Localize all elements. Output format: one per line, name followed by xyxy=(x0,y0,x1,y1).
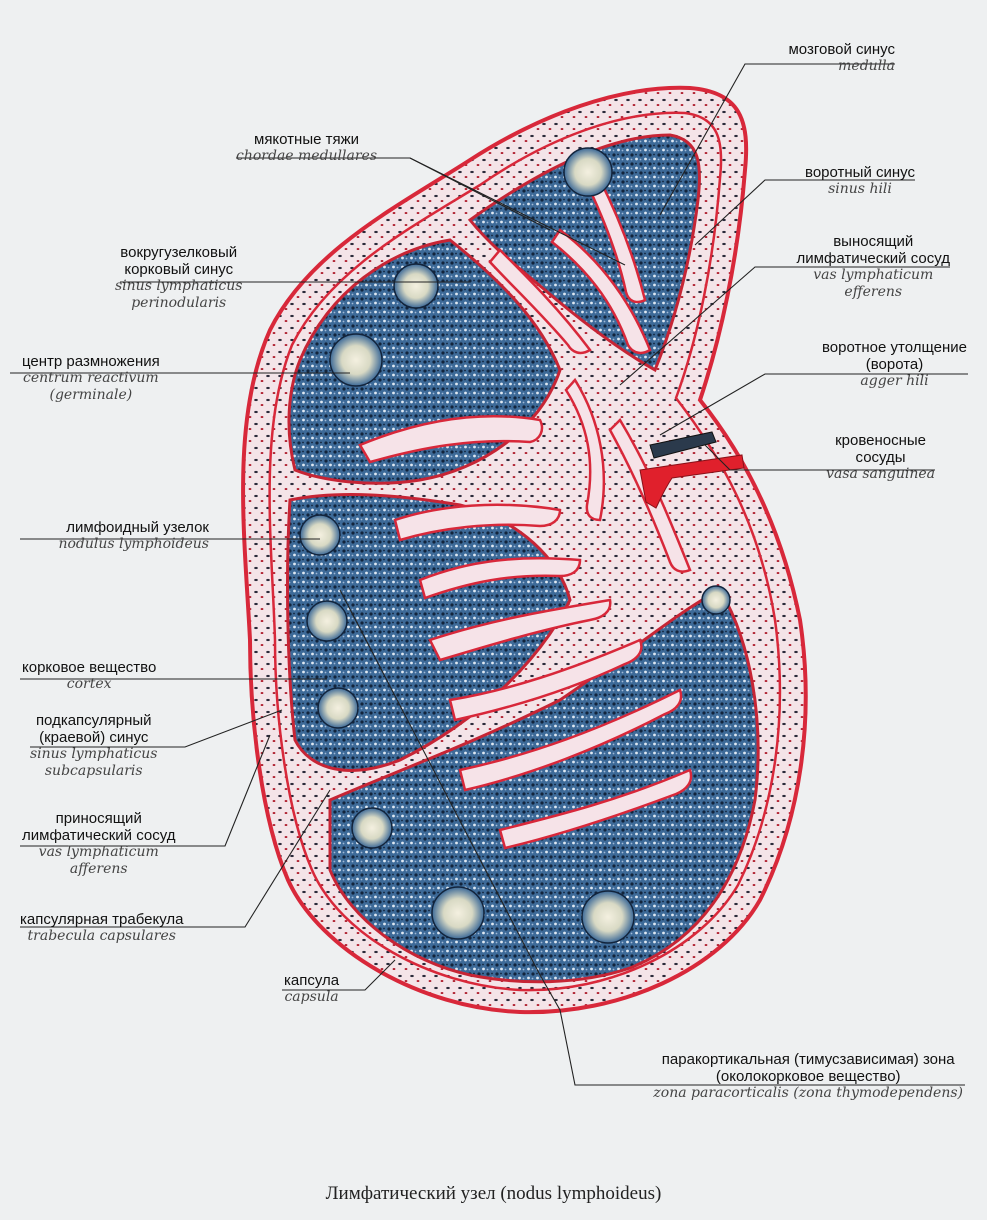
label-afferens-la1: vas lymphaticum xyxy=(38,844,159,860)
label-chordae-la: chordae medullares xyxy=(236,148,378,164)
label-subcapsularis-ru2: (краевой) синус xyxy=(39,729,149,746)
label-paracortex-la: zona paracorticalis (zona thymodependens… xyxy=(653,1085,963,1101)
label-afferens-la2: afferens xyxy=(69,861,128,877)
label-centrum-ru: центр размножения xyxy=(22,353,160,370)
germinal-centers xyxy=(299,147,731,944)
label-perinodularis-la1: sinus lymphaticus xyxy=(115,278,243,294)
label-sinus-hili-ru: воротный синус xyxy=(805,164,915,181)
label-vasa: кровеносные сосуды vasa sanguinea xyxy=(826,432,935,483)
label-efferens: выносящий лимфатический сосуд vas lympha… xyxy=(797,233,950,301)
label-nodulus-la: nodulus lymphoideus xyxy=(58,536,209,552)
label-capsula-la: capsula xyxy=(284,989,339,1005)
label-medulla: мозговой синус medulla xyxy=(788,41,895,75)
label-capsula: капсула capsula xyxy=(284,972,339,1006)
label-nodulus-ru: лимфоидный узелок xyxy=(66,519,209,536)
label-subcapsularis-la1: sinus lymphaticus xyxy=(30,746,158,762)
label-vasa-la: vasa sanguinea xyxy=(826,466,935,482)
label-efferens-ru1: выносящий xyxy=(833,233,914,250)
label-vasa-ru1: кровеносные xyxy=(835,432,927,449)
figure-caption: Лимфатический узел (nodus lymphoideus) xyxy=(325,1183,662,1204)
label-perinodularis-la2: perinodularis xyxy=(131,295,227,311)
hilum-vessels xyxy=(639,431,745,509)
lower-lobe xyxy=(328,588,760,984)
label-perinodularis: вокругузелковый корковый синус sinus lym… xyxy=(115,244,242,312)
label-nodulus: лимфоидный узелок nodulus lymphoideus xyxy=(58,519,209,553)
label-agger-la: agger hili xyxy=(860,373,929,389)
label-trabecula: капсулярная трабекула trabecula capsular… xyxy=(20,911,183,945)
leader-lines xyxy=(10,63,968,1086)
label-medulla-la: medulla xyxy=(838,58,895,74)
label-efferens-ru2: лимфатический сосуд xyxy=(796,250,950,267)
label-medulla-ru: мозговой синус xyxy=(788,41,895,58)
medullary-sinuses xyxy=(358,177,693,850)
label-agger-ru1: воротное утолщение xyxy=(822,339,967,356)
label-afferens: приносящий лимфатический сосуд vas lymph… xyxy=(22,810,175,878)
label-trabecula-la: trabecula capsulares xyxy=(27,928,176,944)
label-paracortex-ru1: паракортикальная (тимусзависимая) зона xyxy=(661,1051,955,1068)
label-centrum-la2: (germinale) xyxy=(49,387,133,403)
capsule-inner xyxy=(268,111,782,992)
label-cortex-la: cortex xyxy=(66,676,112,692)
label-perinodularis-ru2: корковый синус xyxy=(124,261,234,278)
label-cortex-ru: корковое вещество xyxy=(22,659,157,676)
label-agger: воротное утолщение (ворота) agger hili xyxy=(822,339,967,390)
label-agger-ru2: (ворота) xyxy=(865,356,924,373)
label-sinus-hili-la: sinus hili xyxy=(828,181,892,197)
label-centrum: центр размножения centrum reactivum (ger… xyxy=(22,353,160,404)
label-efferens-la2: efferens xyxy=(844,284,903,300)
label-subcapsularis: подкапсулярный (краевой) синус sinus lym… xyxy=(30,712,157,780)
label-afferens-ru1: приносящий xyxy=(55,810,142,827)
label-subcapsularis-ru1: подкапсулярный xyxy=(35,712,152,729)
label-centrum-la1: centrum reactivum xyxy=(23,370,159,386)
label-sinus-hili: воротный синус sinus hili xyxy=(805,164,915,198)
label-afferens-ru2: лимфатический сосуд xyxy=(22,827,176,844)
label-paracortex: паракортикальная (тимусзависимая) зона (… xyxy=(653,1051,963,1102)
label-subcapsularis-la2: subcapsularis xyxy=(44,763,143,779)
label-trabecula-ru: капсулярная трабекула xyxy=(20,911,184,928)
label-vasa-ru2: сосуды xyxy=(855,449,906,466)
label-paracortex-ru2: (околокорковое вещество) xyxy=(715,1068,901,1085)
label-perinodularis-ru1: вокругузелковый xyxy=(120,244,238,261)
label-efferens-la1: vas lymphaticum xyxy=(813,267,934,283)
label-chordae-ru: мякотные тяжи xyxy=(254,131,360,148)
label-capsula-ru: капсула xyxy=(284,972,340,989)
label-cortex: корковое вещество cortex xyxy=(22,659,156,693)
label-chordae: мякотные тяжи chordae medullares xyxy=(236,131,377,165)
